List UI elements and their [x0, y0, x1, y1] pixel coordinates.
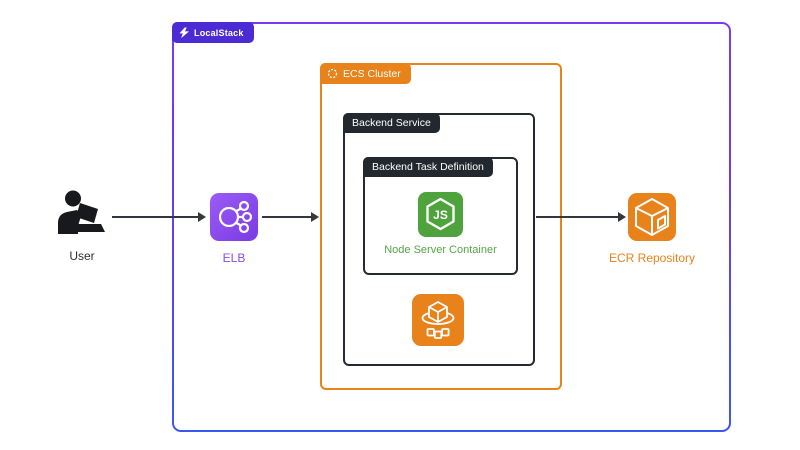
localstack-tab: LocalStack — [172, 22, 254, 43]
ecr-repository-label: ECR Repository — [608, 251, 696, 265]
elb-label: ELB — [222, 251, 246, 265]
ecr-registry-cube-icon — [628, 193, 676, 241]
backend-task-definition-tab-label: Backend Task Definition — [372, 161, 484, 173]
arrow-elb-to-ecs-cluster — [262, 212, 319, 222]
user-label: User — [69, 249, 95, 263]
ecs-service-cube-icon — [412, 294, 464, 346]
backend-service-tab: Backend Service — [343, 113, 440, 133]
ecs-cluster-boundary — [320, 63, 562, 390]
localstack-logo-icon — [179, 27, 190, 39]
ecs-cluster-ring-icon — [327, 68, 338, 79]
user-silhouette-icon — [56, 190, 108, 234]
arrow-backend-service-to-ecr — [536, 212, 626, 222]
ecs-cluster-tab-label: ECS Cluster — [343, 67, 401, 80]
ecs-cluster-tab: ECS Cluster — [320, 63, 411, 84]
localstack-tab-label: LocalStack — [194, 27, 244, 38]
node-server-container-label: Node Server Container — [384, 244, 497, 256]
nodejs-hexagon-icon: JS — [418, 192, 463, 237]
backend-task-definition-tab: Backend Task Definition — [363, 157, 493, 177]
elb-load-balancer-icon — [210, 193, 258, 241]
nodejs-js-text: JS — [433, 208, 448, 222]
arrow-user-to-elb — [112, 212, 206, 222]
backend-service-tab-label: Backend Service — [352, 117, 431, 129]
